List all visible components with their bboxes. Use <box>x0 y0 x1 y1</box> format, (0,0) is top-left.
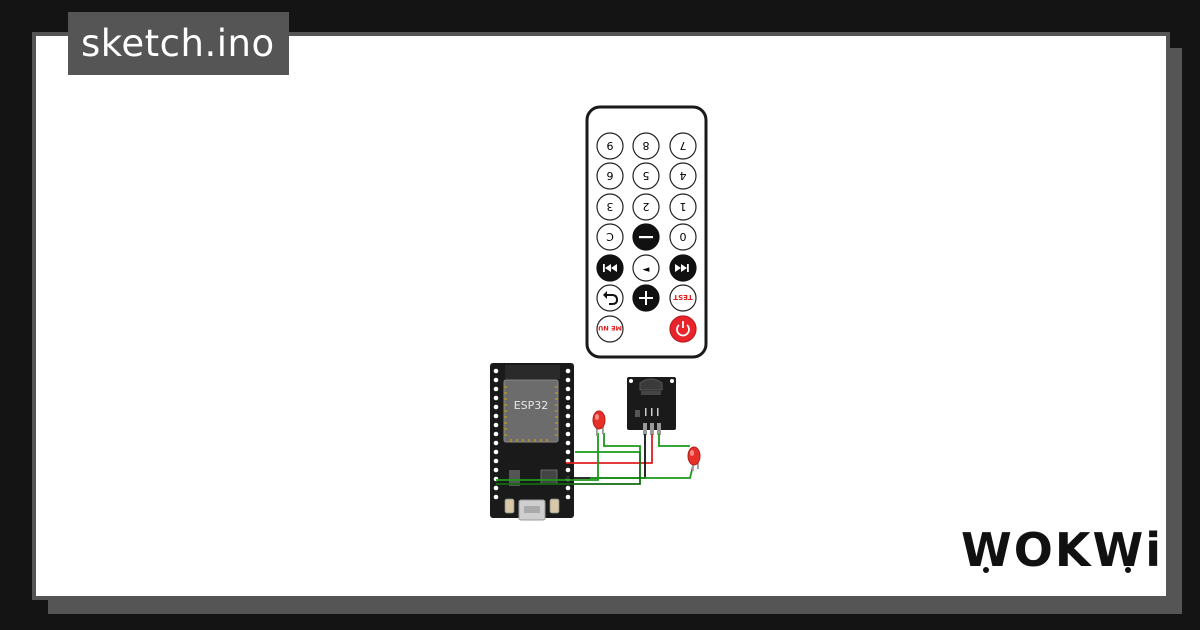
svg-text:C: C <box>606 230 614 243</box>
wire-ground-link <box>496 452 641 485</box>
remote-button-test[interactable]: TEST <box>669 284 697 312</box>
remote-button-3[interactable]: 3 <box>596 193 624 221</box>
remote-button-9[interactable]: 9 <box>596 132 624 160</box>
return-icon <box>604 294 619 305</box>
led-bulb <box>687 446 701 466</box>
left-pin-header <box>493 368 499 500</box>
wire-led1-b <box>575 433 641 453</box>
remote-button-7[interactable]: 7 <box>669 132 697 160</box>
remote-button-5[interactable]: 5 <box>632 162 660 190</box>
remote-button-back[interactable] <box>596 284 624 312</box>
led-2[interactable] <box>687 446 701 471</box>
ir-remote[interactable]: 9 8 7 6 5 4 3 2 <box>585 105 708 359</box>
svg-text:9: 9 <box>607 139 614 152</box>
svg-text:ME NU: ME NU <box>598 324 622 332</box>
shield-pads <box>504 386 558 442</box>
remote-button-c[interactable]: C <box>596 223 624 251</box>
remote-button-next[interactable] <box>669 254 697 282</box>
svg-text:3: 3 <box>607 200 614 213</box>
remote-button-4[interactable]: 4 <box>669 162 697 190</box>
project-title[interactable]: sketch.ino <box>68 12 289 75</box>
wire-vcc <box>566 434 653 464</box>
chip-label: ESP32 <box>514 399 549 412</box>
power-icon <box>676 321 690 337</box>
minus-icon <box>639 236 653 239</box>
en-button[interactable] <box>504 498 515 514</box>
wire-led2 <box>590 465 694 479</box>
svg-text:TEST: TEST <box>673 293 693 301</box>
skip-back-icon <box>603 264 617 272</box>
remote-button-prev[interactable] <box>596 254 624 282</box>
svg-text:4: 4 <box>680 169 687 182</box>
remote-button-8[interactable]: 8 <box>632 132 660 160</box>
remote-button-play[interactable]: ◄ <box>632 254 660 282</box>
antenna-area <box>505 365 560 379</box>
play-icon: ◄ <box>643 265 650 275</box>
ir-sensor-dome <box>639 378 663 391</box>
svg-text:7: 7 <box>680 139 687 152</box>
remote-button-1[interactable]: 1 <box>669 193 697 221</box>
wokwi-logo: WOKWi <box>961 523 1163 577</box>
svg-text:8: 8 <box>643 139 650 152</box>
wire-gnd <box>566 434 646 479</box>
remote-button-0[interactable]: 0 <box>669 223 697 251</box>
remote-button-plus[interactable] <box>632 284 660 312</box>
esp32-board[interactable]: ESP32 <box>490 363 574 521</box>
remote-button-menu[interactable]: ME NU <box>596 315 624 343</box>
ir-receiver[interactable] <box>627 377 676 435</box>
svg-text:2: 2 <box>643 200 650 213</box>
regulator <box>509 470 520 486</box>
svg-text:5: 5 <box>643 169 650 182</box>
receiver-pins <box>643 423 661 435</box>
wire-signal <box>658 434 690 447</box>
wire-led1 <box>496 433 599 481</box>
led-1[interactable] <box>592 410 606 436</box>
boot-button[interactable] <box>549 498 560 514</box>
skip-forward-icon <box>675 264 689 272</box>
remote-button-power[interactable] <box>669 315 697 343</box>
svg-text:WOKWi: WOKWi <box>961 523 1163 577</box>
svg-text:1: 1 <box>680 200 687 213</box>
wires <box>496 433 694 485</box>
remote-button-minus[interactable] <box>632 223 660 251</box>
plus-icon <box>639 291 653 305</box>
remote-button-2[interactable]: 2 <box>632 193 660 221</box>
usb-chip <box>540 469 558 485</box>
led-bulb <box>592 410 606 430</box>
receiver-pin-labels <box>645 408 659 416</box>
remote-button-6[interactable]: 6 <box>596 162 624 190</box>
svg-text:0: 0 <box>680 230 687 243</box>
svg-text:6: 6 <box>607 169 614 182</box>
